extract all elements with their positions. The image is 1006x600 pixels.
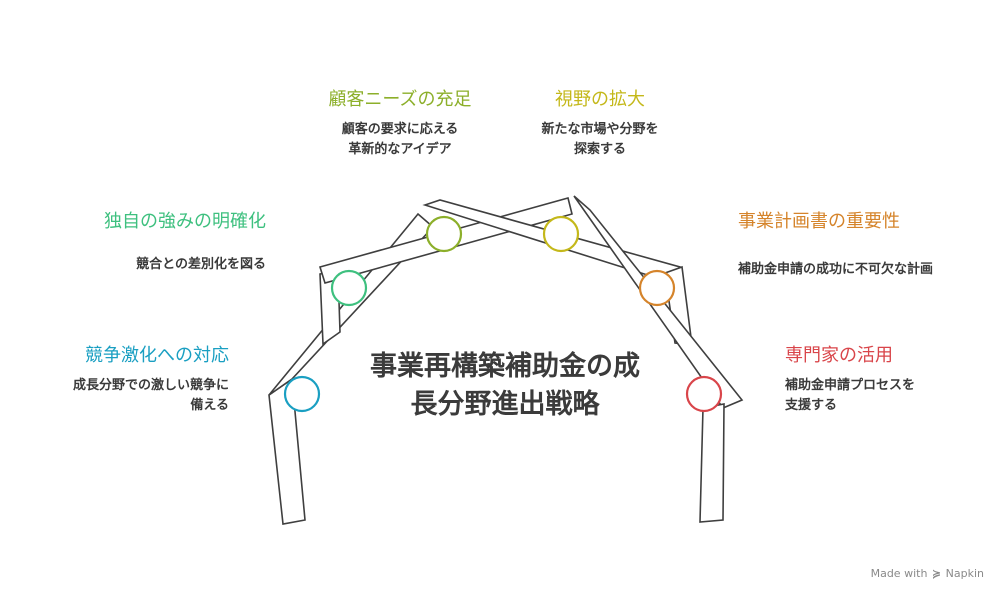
title-expert: 専門家の活用 — [785, 345, 893, 366]
desc-expert-line-2: 支援する — [785, 398, 838, 413]
desc-vision-line-2: 探索する — [573, 142, 626, 157]
title-customer: 顧客ニーズの充足 — [328, 89, 472, 110]
node-expert — [685, 375, 723, 413]
desc-competition: 成長分野での激しい競争に 備える — [73, 376, 229, 416]
node-strength — [330, 269, 368, 307]
desc-customer: 顧客の要求に応える 革新的なアイデア — [300, 120, 500, 160]
desc-customer-line-2: 革新的なアイデア — [348, 142, 452, 157]
title-competition: 競争激化への対応 — [85, 345, 229, 366]
node-vision — [542, 215, 580, 253]
desc-customer-line-1: 顧客の要求に応える — [341, 122, 459, 137]
desc-strength-line-1: 競合との差別化を図る — [136, 257, 266, 272]
desc-vision: 新たな市場や分野を 探索する — [505, 120, 695, 160]
desc-competition-line-1: 成長分野での激しい競争に — [72, 378, 229, 393]
desc-plan-line-1: 補助金申請の成功に不可欠な計画 — [738, 262, 934, 277]
title-vision: 視野の拡大 — [555, 89, 645, 110]
desc-expert: 補助金申請プロセスを 支援する — [785, 376, 915, 416]
desc-vision-line-1: 新たな市場や分野を — [541, 122, 659, 137]
title-plan: 事業計画書の重要性 — [738, 211, 900, 232]
desc-plan: 補助金申請の成功に不可欠な計画 — [738, 260, 933, 280]
watermark-brand: Napkin — [945, 567, 984, 580]
node-competition — [283, 375, 321, 413]
node-plan — [638, 269, 676, 307]
desc-expert-line-1: 補助金申請プロセスを — [785, 378, 916, 393]
napkin-logo-icon: ≽ — [931, 567, 942, 580]
napkin-watermark[interactable]: Made with ≽ Napkin — [871, 567, 984, 580]
center-title: 事業再構築補助金の成長分野進出戦略 — [370, 351, 640, 420]
node-customer — [425, 215, 463, 253]
desc-strength: 競合との差別化を図る — [136, 255, 266, 275]
desc-competition-line-2: 備える — [190, 398, 229, 413]
title-strength: 独自の強みの明確化 — [104, 211, 266, 232]
watermark-made-with: Made with — [870, 567, 928, 580]
arch-beam-right-leg — [699, 403, 725, 523]
